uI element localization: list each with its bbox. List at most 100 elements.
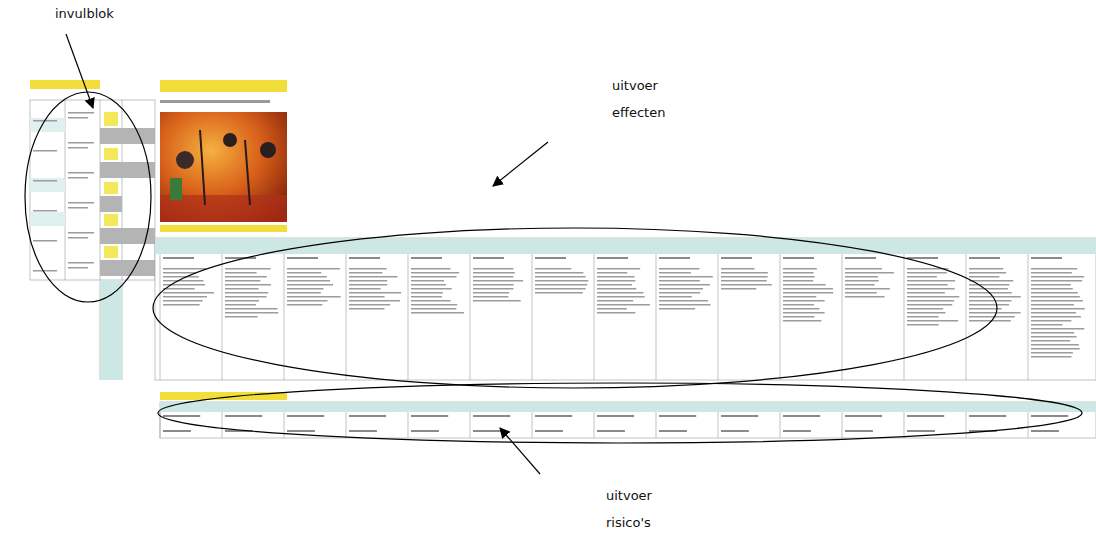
cell-text-mark: [783, 276, 815, 278]
cell-text-mark: [287, 304, 322, 306]
cell-text-mark: [473, 272, 515, 274]
cell-text-mark: [659, 280, 700, 282]
cell-text-mark: [163, 272, 196, 274]
cell-text-mark: [783, 280, 813, 282]
sheet-header-bar: [160, 80, 287, 92]
cell-text-mark: [1031, 280, 1082, 282]
annotation-label: invulblok: [55, 0, 145, 27]
grid-line: [1028, 412, 1029, 438]
grid-line: [532, 254, 533, 380]
input-table: [30, 100, 155, 280]
cell-text-mark: [907, 324, 939, 326]
cell-text-mark: [1031, 316, 1081, 318]
cell-text-mark: [225, 304, 256, 306]
grid-line: [346, 412, 347, 438]
cell-text-mark: [845, 284, 875, 286]
cell-text-mark: [287, 415, 324, 417]
cell-text-mark: [287, 284, 333, 286]
cell-text-mark: [659, 276, 713, 278]
cell-text-mark: [597, 280, 635, 282]
cell-text-mark: [287, 276, 327, 278]
cell-text-mark: [349, 430, 377, 432]
cell-text-mark: [969, 304, 1009, 306]
cell-text-mark: [68, 232, 94, 234]
cell-text-mark: [907, 280, 955, 282]
cell-text-mark: [535, 288, 586, 290]
cell-text-mark: [597, 296, 645, 298]
cell-text-mark: [969, 316, 1015, 318]
cell-text-mark: [659, 272, 691, 274]
cell-text-mark: [349, 292, 401, 294]
cell-text-mark: [163, 304, 200, 306]
cell-text-mark: [1031, 268, 1077, 270]
cell-text-mark: [783, 308, 819, 310]
cell-text-mark: [845, 292, 877, 294]
cell-text-mark: [287, 280, 330, 282]
highlight-ellipse: [153, 228, 997, 388]
grid-line: [966, 254, 967, 380]
cell-text-mark: [659, 296, 692, 298]
cell-text-mark: [907, 296, 959, 298]
cell-text-mark: [1031, 288, 1073, 290]
cell-text-mark: [783, 272, 814, 274]
cell-text-mark: [349, 284, 387, 286]
cell-text-mark: [907, 284, 948, 286]
grid-line: [594, 412, 595, 438]
cell-text-mark: [411, 280, 444, 282]
cell-text-mark: [1031, 272, 1072, 274]
cell-text-mark: [845, 296, 885, 298]
cell-text-mark: [845, 415, 882, 417]
cell-text-mark: [535, 292, 583, 294]
cell-text-mark: [535, 268, 571, 270]
cell-text-mark: [473, 296, 508, 298]
cell-text-mark: [1031, 340, 1070, 342]
cell-text-mark: [597, 288, 636, 290]
cell-text-mark: [907, 272, 947, 274]
grid-line: [346, 254, 347, 380]
cell-text-mark: [411, 312, 464, 314]
cell-text-mark: [287, 292, 321, 294]
cell-text-mark: [411, 430, 439, 432]
cell-text-mark: [473, 280, 523, 282]
cell-text-mark: [783, 288, 833, 290]
cell-text-mark: [1031, 320, 1071, 322]
grid-line: [718, 254, 719, 380]
cell-text-mark: [163, 288, 195, 290]
cell-text-mark: [969, 320, 1011, 322]
cell-text-mark: [1031, 430, 1059, 432]
cell-text-mark: [411, 288, 452, 290]
cell-text-mark: [1031, 344, 1079, 346]
grid-line: [160, 254, 161, 380]
cell-text-mark: [349, 308, 384, 310]
cell-text-mark: [597, 312, 635, 314]
cell-text-mark: [225, 288, 259, 290]
grid-line: [594, 254, 595, 380]
cell-text-mark: [225, 316, 258, 318]
cell-text-mark: [411, 304, 457, 306]
cell-text-mark: [349, 296, 384, 298]
cell-text-mark: [1031, 296, 1080, 298]
cell-text-mark: [225, 296, 267, 298]
cell-text-mark: [535, 415, 572, 417]
input-cell: [104, 112, 118, 126]
grid-line: [842, 412, 843, 438]
cell-text-mark: [163, 280, 203, 282]
cell-text-mark: [721, 288, 756, 290]
cell-text-mark: [535, 430, 563, 432]
cell-text-mark: [1031, 348, 1080, 350]
cell-text-mark: [68, 202, 94, 204]
cell-text-mark: [907, 300, 954, 302]
cell-text-mark: [845, 272, 894, 274]
cell-text-mark: [473, 415, 510, 417]
cell-text-mark: [1031, 336, 1077, 338]
cell-text-mark: [1031, 352, 1073, 354]
cell-text-mark: [969, 257, 1000, 259]
cell-text-mark: [68, 117, 88, 119]
cell-text-mark: [845, 276, 878, 278]
cell-text-mark: [287, 272, 321, 274]
grid-line: [656, 254, 657, 380]
cell-text-mark: [721, 272, 768, 274]
cell-text-mark: [907, 312, 945, 314]
cell-text-mark: [783, 300, 825, 302]
cell-text-mark: [33, 150, 57, 152]
